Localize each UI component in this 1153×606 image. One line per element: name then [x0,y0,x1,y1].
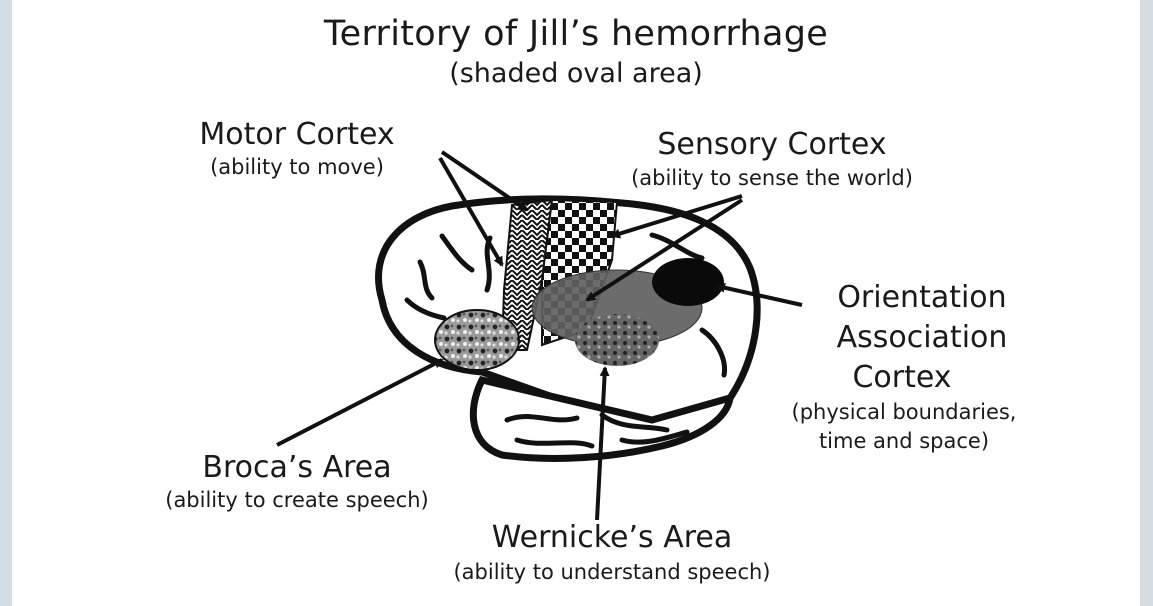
broca-area-region [435,310,519,370]
diagram-subtitle: (shaded oval area) [12,58,1140,89]
wernicke-area-region [575,314,659,366]
wernicke-area-label: Wernicke’s Area [432,520,792,555]
orientation-desc-line1: (physical boundaries, [754,400,1054,424]
diagram-title: Territory of Jill’s hemorrhage [12,14,1140,54]
broca-area-desc: (ability to create speech) [112,488,482,512]
wernicke-area-desc: (ability to understand speech) [392,560,832,584]
orientation-label-line1: Orientation [772,280,1072,315]
broca-area-label: Broca’s Area [132,450,462,485]
orientation-desc-line2: time and space) [754,429,1054,453]
sensory-cortex-label: Sensory Cortex [592,127,952,162]
orientation-cortex-region [652,258,724,306]
arrow-broca [277,360,442,445]
orientation-label-line3: Cortex [752,360,1052,395]
orientation-label-line2: Association [772,320,1072,355]
sensory-cortex-desc: (ability to sense the world) [592,166,952,190]
motor-cortex-label: Motor Cortex [162,117,432,152]
motor-cortex-desc: (ability to move) [162,155,432,179]
diagram-canvas: Territory of Jill’s hemorrhage (shaded o… [12,0,1140,606]
